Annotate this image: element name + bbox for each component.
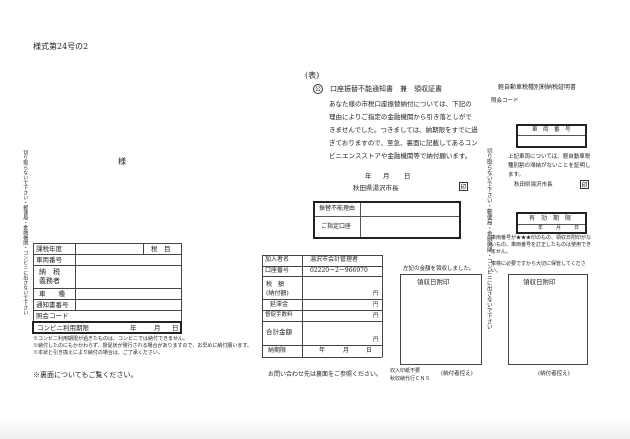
circle-mark-text: 公: [314, 86, 321, 93]
conveni-tsuki: 月: [154, 324, 161, 332]
yuko-tsuki: 月: [556, 225, 562, 231]
receipt-note-top: 左記の金額を領収しました。: [403, 266, 475, 272]
nofusha-hikae-2: (納付者控え): [538, 371, 570, 377]
yuko-kigen-box: 有 効 期 限 年 月 日: [516, 212, 587, 234]
zeimoku-label: 税 目: [151, 245, 171, 253]
entaikin-label: 延滞金: [270, 301, 289, 308]
conveni-hi: 日: [172, 324, 179, 332]
nofu-tsuki: 月: [343, 347, 350, 354]
shitei-koza-label: ご指定口座: [321, 223, 352, 230]
right-mayor: 秋田県湯沢市長: [514, 182, 553, 188]
right-in-stamp: 印: [580, 180, 589, 189]
shaseki-bango-label: 車両番号: [36, 256, 62, 264]
tokusoku-label: 督促手数料: [265, 312, 293, 318]
notice-body: あなた様の市税口座振替納付については、下記の理由によりご指定の金融機関から引き落…: [329, 100, 478, 160]
circle-mark: 公: [313, 84, 323, 94]
cut-line-right: 切り取らないで下さい・郵便局・金融機関・コンビニに出さないで下さい: [485, 148, 492, 330]
furikae-riyu-label: 振替不能理由: [319, 205, 356, 212]
koza-bango-value: 02220ー2ー966970: [310, 267, 368, 274]
receipt-small-1: 収入印紙不要: [390, 368, 421, 374]
tokusoku-yen: 円: [373, 313, 379, 319]
nofusha-hikae-1: (納付者控え): [441, 371, 473, 377]
form-number: 様式第24号の2: [33, 42, 89, 51]
right-note-1: 車両番号が★★★印のもの、領収日附印がないもの、車両番号を訂正したものは使用でき…: [491, 235, 592, 255]
notice-nen: 年: [365, 172, 372, 180]
yuko-kigen-label: 有 効 期 限: [529, 215, 572, 222]
nozei-gimusha-label: 納 税 義務者: [39, 268, 60, 285]
gokei-label: 合計金額: [266, 328, 292, 336]
conveni-kigen-box: コンビニ利用期限 年 月 日: [32, 321, 182, 334]
right-shokai: 照会コード: [491, 98, 519, 104]
gokei-yen: 円: [373, 337, 379, 343]
stamp2-label: 領収日附印: [523, 278, 556, 286]
kanyusha-label: 加入者名: [265, 256, 290, 263]
payment-table: 加入者名 湯沢市会計管理者 口座番号 02220ー2ー966970 税 額 (納…: [262, 255, 383, 358]
left-note-2: ※納付したのにもかかわらず、督促状が発行される場合がありますので、お早めに納付願…: [33, 343, 252, 349]
sharyo-bango-box: 車 両 番 号: [516, 124, 587, 148]
kanyusha-value: 湯沢市会計管理者: [310, 256, 359, 263]
addressee-sama: 様: [118, 157, 126, 166]
omote-label: (表): [305, 71, 320, 80]
yuko-nen: 年: [538, 225, 544, 231]
left-info-table: 課税年度 税 目 車両番号 納 税 義務者 車 種 通知書番号 照会コード: [33, 243, 182, 321]
nofu-nen: 年: [319, 347, 326, 354]
conveni-nen: 年: [130, 324, 137, 332]
yuko-hi: 日: [574, 225, 580, 231]
left-bottom-note: ※裏面についてもご覧ください。: [33, 371, 138, 379]
notice-in-stamp: 印: [459, 182, 468, 191]
nofu-hi: 日: [366, 347, 373, 354]
stamp1-label: 領収日附印: [417, 278, 450, 286]
zeigaku-label: 税 額 (納付額): [266, 281, 289, 297]
sharyo-label: 車 種: [39, 290, 65, 298]
conveni-kigen-label: コンビニ利用期限: [37, 324, 89, 332]
tsuchisho-label: 通知書番号: [36, 301, 69, 309]
furikae-box: 振替不能理由 ご指定口座: [313, 201, 461, 239]
left-note-3: ※本状と引き換えにより納付の場合は、ご了承ください。: [33, 350, 163, 356]
shokai-code-label: 照会コード: [36, 312, 69, 320]
kazei-nendo-label: 課税年度: [36, 245, 62, 253]
right-body: 上記車両については、軽自動車税種別割の滞納がないことを証明します。: [508, 154, 591, 178]
zeigaku-yen: 円: [373, 291, 379, 297]
right-note-2: 車検に必要ですから大切に保管してください。: [491, 261, 586, 274]
receipt-small-2: 秋収納代行ＣＮＳ: [390, 376, 431, 382]
page-bottom-shadow: [0, 420, 630, 439]
contact-note: お問い合わせ先は裏面をご参照ください。: [268, 371, 383, 378]
receipt-stamp-box-1: 領収日附印: [400, 274, 482, 365]
receipt-stamp-box-2: 領収日附印: [508, 274, 588, 365]
koza-bango-label: 口座番号: [265, 267, 290, 274]
cut-line-left: 切り取らないで下さい・郵便局・金融機関・コンビニに出さないで下さい: [22, 150, 29, 315]
notice-tsuki: 月: [383, 172, 390, 180]
entaikin-yen: 円: [373, 302, 379, 308]
notice-hi: 日: [404, 172, 411, 180]
sharyo-bango-label: 車 両 番 号: [532, 127, 571, 133]
notice-title: 口座振替不能通知書 兼 領収証書: [330, 85, 442, 93]
notice-mayor: 秋田県湯沢市長: [353, 184, 399, 192]
nofu-kigen-label: 納期限: [268, 347, 287, 354]
left-note-1: ※コンビニ利用期限が過ぎたものは、コンビニでは納付できません。: [33, 336, 188, 342]
right-title: 軽自動車税種別割納税証明書: [498, 84, 577, 91]
